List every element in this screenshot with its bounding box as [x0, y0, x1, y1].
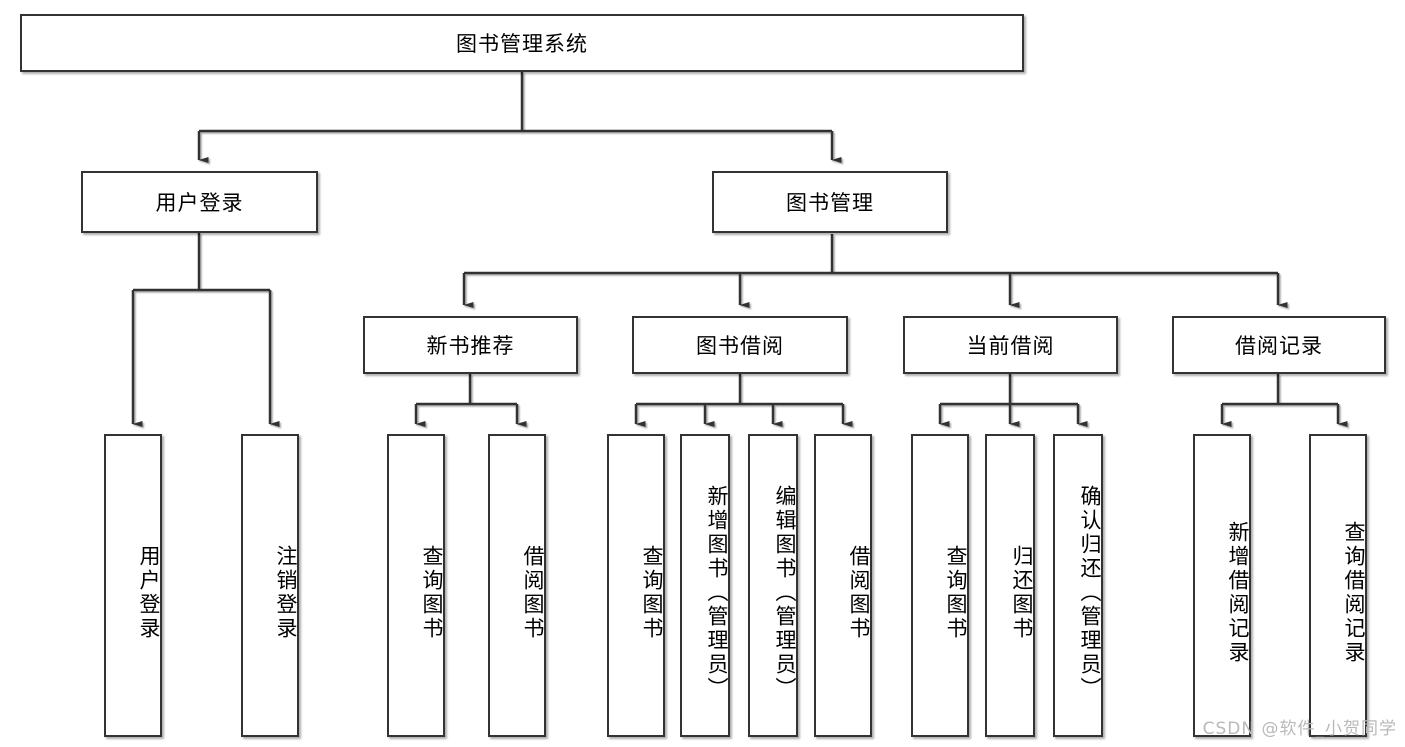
leaf-borrow-borrow-book[interactable]: 借阅图书 — [814, 434, 872, 737]
leaf-user-login-login[interactable]: 用户登录 — [104, 434, 162, 737]
node-new-book-recommend[interactable]: 新书推荐 — [363, 316, 578, 374]
node-label: 借阅图书 — [521, 544, 545, 641]
node-label: 查询图书 — [944, 544, 968, 641]
node-label: 借阅记录 — [1235, 334, 1323, 358]
node-book-management[interactable]: 图书管理 — [712, 171, 948, 233]
node-label: 图书管理 — [786, 191, 874, 215]
leaf-current-query-book[interactable]: 查询图书 — [911, 434, 969, 737]
node-label: 查询图书 — [420, 544, 444, 641]
node-label: 新增借阅记录 — [1226, 520, 1250, 665]
leaf-record-add-record[interactable]: 新增借阅记录 — [1193, 434, 1251, 737]
node-label: 确认归还（管理员） — [1078, 484, 1102, 701]
node-label: 查询图书 — [640, 544, 664, 641]
node-label: 编辑图书（管理员） — [773, 484, 797, 701]
node-label: 注销登录 — [274, 544, 298, 641]
node-label: 查询借阅记录 — [1342, 520, 1366, 665]
leaf-current-confirm-return-admin[interactable]: 确认归还（管理员） — [1053, 434, 1103, 737]
node-root-system[interactable]: 图书管理系统 — [20, 14, 1024, 72]
node-label: 当前借阅 — [966, 334, 1055, 358]
node-label: 借阅图书 — [847, 544, 871, 641]
leaf-user-login-logout[interactable]: 注销登录 — [241, 434, 299, 737]
watermark-text: CSDN @软件_小贺同学 — [1202, 719, 1397, 739]
leaf-borrow-add-book-admin[interactable]: 新增图书（管理员） — [680, 434, 730, 737]
leaf-recommend-query-book[interactable]: 查询图书 — [387, 434, 445, 737]
node-label: 新增图书（管理员） — [705, 484, 729, 701]
node-label: 用户登录 — [137, 544, 161, 641]
leaf-record-query-record[interactable]: 查询借阅记录 — [1309, 434, 1367, 737]
node-borrow-record[interactable]: 借阅记录 — [1172, 316, 1386, 374]
node-book-borrow[interactable]: 图书借阅 — [632, 316, 848, 374]
node-label: 新书推荐 — [426, 334, 515, 358]
node-label: 图书管理系统 — [456, 32, 588, 56]
leaf-current-return-book[interactable]: 归还图书 — [985, 434, 1035, 737]
leaf-borrow-query-book[interactable]: 查询图书 — [607, 434, 665, 737]
node-current-borrow[interactable]: 当前借阅 — [903, 316, 1118, 374]
node-label: 归还图书 — [1010, 544, 1034, 641]
node-user-login[interactable]: 用户登录 — [81, 171, 318, 233]
node-label: 图书借阅 — [696, 334, 784, 358]
leaf-recommend-borrow-book[interactable]: 借阅图书 — [488, 434, 546, 737]
node-label: 用户登录 — [155, 191, 244, 215]
leaf-borrow-edit-book-admin[interactable]: 编辑图书（管理员） — [748, 434, 798, 737]
